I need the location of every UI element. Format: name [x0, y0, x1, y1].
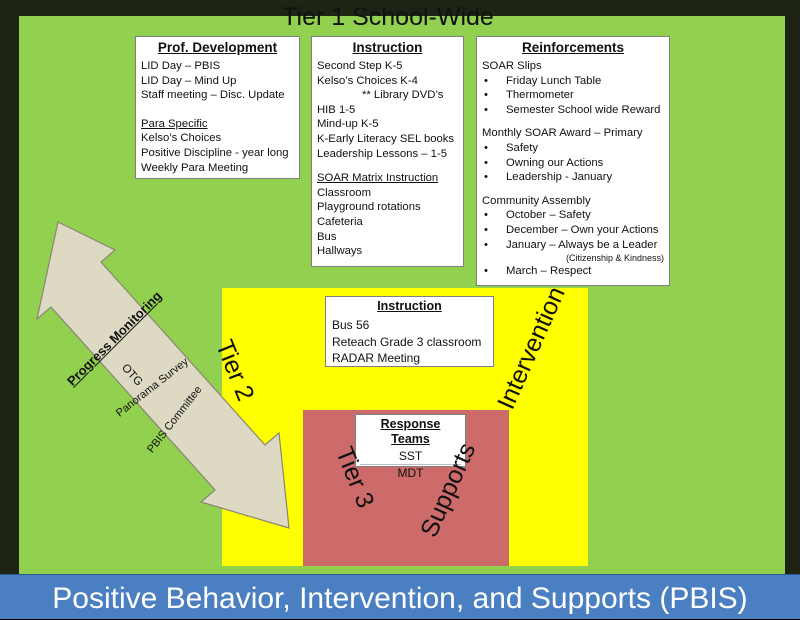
award-item: Leadership - January — [482, 170, 664, 185]
para-heading: Para Specific — [141, 117, 208, 130]
matrix-item: Playground rotations — [317, 201, 421, 214]
prof-item: LID Day – PBIS — [141, 60, 221, 72]
para-item: Kelso’s Choices — [141, 132, 222, 145]
assembly-note: (Citizenship & Kindness) — [565, 253, 664, 264]
instruction-item: Leadership Lessons – 1-5 — [317, 147, 448, 160]
response-teams-heading: Response Teams — [380, 417, 441, 446]
response-teams-box: Response Teams SST MDT — [355, 414, 466, 480]
prof-item: Staff meeting – Disc. Update — [141, 89, 285, 102]
tier2-item: Bus 56 — [332, 318, 370, 332]
response-team-item: SST — [398, 449, 423, 463]
instruction-item: Kelso’s Choices K-4 — [317, 74, 418, 87]
instruction-item: Second Step K-5 — [317, 60, 403, 72]
reinforcements-box: Reinforcements SOAR Slips Friday Lunch T… — [476, 36, 670, 286]
response-team-item: MDT — [360, 464, 461, 481]
matrix-item: Cafeteria — [317, 215, 363, 228]
assembly-item: January – Always be a Leader — [482, 238, 664, 253]
matrix-item: Classroom — [317, 186, 371, 199]
footer-bar — [0, 574, 800, 619]
double-arrow-shape — [36, 221, 290, 529]
award-heading: Monthly SOAR Award – Primary — [482, 127, 643, 140]
slips-item: Friday Lunch Table — [482, 74, 664, 89]
assembly-item: March – Respect — [482, 264, 664, 279]
matrix-item: Hallways — [317, 245, 363, 258]
prof-development-box: Prof. Development LID Day – PBIS LID Day… — [135, 36, 300, 179]
footer-title: Positive Behavior, Intervention, and Sup… — [52, 582, 748, 615]
para-item: Weekly Para Meeting — [141, 161, 249, 174]
reinforcements-heading: Reinforcements — [521, 40, 625, 55]
instruction-item: K-Early Literacy SEL books — [317, 132, 455, 145]
instruction-item: HIB 1-5 — [317, 103, 356, 116]
instruction-box: Instruction Second Step K-5 Kelso’s Choi… — [311, 36, 464, 267]
instruction-item: ** Library DVD’s — [362, 89, 444, 102]
award-item: Owning our Actions — [482, 156, 664, 171]
tier1-title: Tier 1 School-Wide — [282, 3, 494, 31]
matrix-heading: SOAR Matrix Instruction — [317, 172, 439, 185]
tier2-item: Reteach Grade 3 classroom — [332, 334, 482, 349]
award-item: Safety — [482, 141, 664, 156]
prof-item: LID Day – Mind Up — [141, 74, 237, 87]
tier2-instruction-box: Instruction Bus 56 Reteach Grade 3 class… — [325, 296, 494, 367]
instruction-item: Mind-up K-5 — [317, 118, 379, 131]
assembly-item: October – Safety — [482, 208, 664, 223]
instruction-heading: Instruction — [352, 40, 423, 55]
assembly-item: December – Own your Actions — [482, 223, 664, 238]
tier2-instruction-heading: Instruction — [377, 299, 442, 313]
para-item: Positive Discipline - year long — [141, 146, 289, 159]
prof-development-heading: Prof. Development — [157, 40, 278, 55]
slips-item: Thermometer — [482, 88, 664, 103]
matrix-item: Bus — [317, 230, 337, 243]
slips-item: Semester School wide Reward — [482, 103, 664, 118]
tier2-item: RADAR Meeting — [332, 351, 421, 365]
assembly-heading: Community Assembly — [482, 194, 591, 207]
slips-heading: SOAR Slips — [482, 60, 542, 72]
